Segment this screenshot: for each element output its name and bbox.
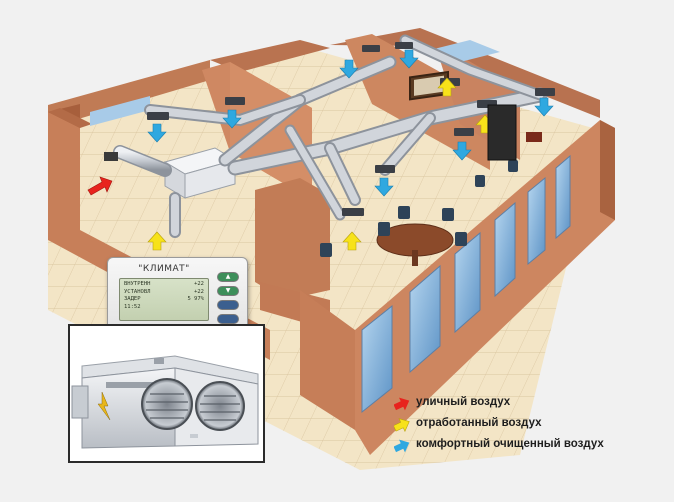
duct-network	[113, 34, 548, 238]
legend-item: комфортный очищенный воздух	[394, 437, 664, 458]
down-button[interactable]: ▼	[217, 286, 239, 296]
up-button[interactable]: ▲	[217, 272, 239, 282]
mode-button[interactable]	[217, 300, 239, 310]
partition-wall-5	[255, 178, 330, 300]
right-facade	[355, 120, 615, 455]
legend-label: комфортный очищенный воздух	[416, 438, 604, 450]
screen-row: УСТАНОВЛ+22	[124, 288, 204, 295]
meeting-furniture	[320, 104, 542, 266]
legend: уличный воздух отработанный воздух комфо…	[394, 395, 664, 458]
back-wall-left	[48, 60, 210, 128]
facade-windows	[361, 154, 571, 414]
screen-row: ВНУТРЕНН+22	[124, 281, 204, 287]
right-facade-edge	[600, 120, 615, 220]
set-button[interactable]	[217, 314, 239, 324]
legend-label: отработанный воздух	[416, 417, 542, 429]
back-wall-mid	[210, 40, 330, 72]
back-window-left	[90, 96, 150, 126]
outdoor-air-arrow	[87, 176, 113, 196]
legend-item: отработанный воздух	[394, 416, 664, 437]
left-front-wall-top	[48, 108, 92, 128]
red-arrow-icon	[394, 397, 410, 411]
yellow-arrow-icon	[394, 418, 410, 432]
legend-item: уличный воздух	[394, 395, 664, 416]
controller-title: "КЛИМАТ"	[138, 264, 190, 274]
screen-row: 11:52	[124, 303, 141, 310]
air-handler-photo-inset	[68, 324, 265, 463]
supply-air-arrows	[147, 49, 554, 197]
wall-switch	[104, 152, 118, 161]
blue-arrow-icon	[394, 439, 410, 453]
front-wall-long	[300, 290, 355, 430]
legend-label: уличный воздух	[416, 396, 511, 408]
air-handler-illustration	[71, 355, 259, 449]
